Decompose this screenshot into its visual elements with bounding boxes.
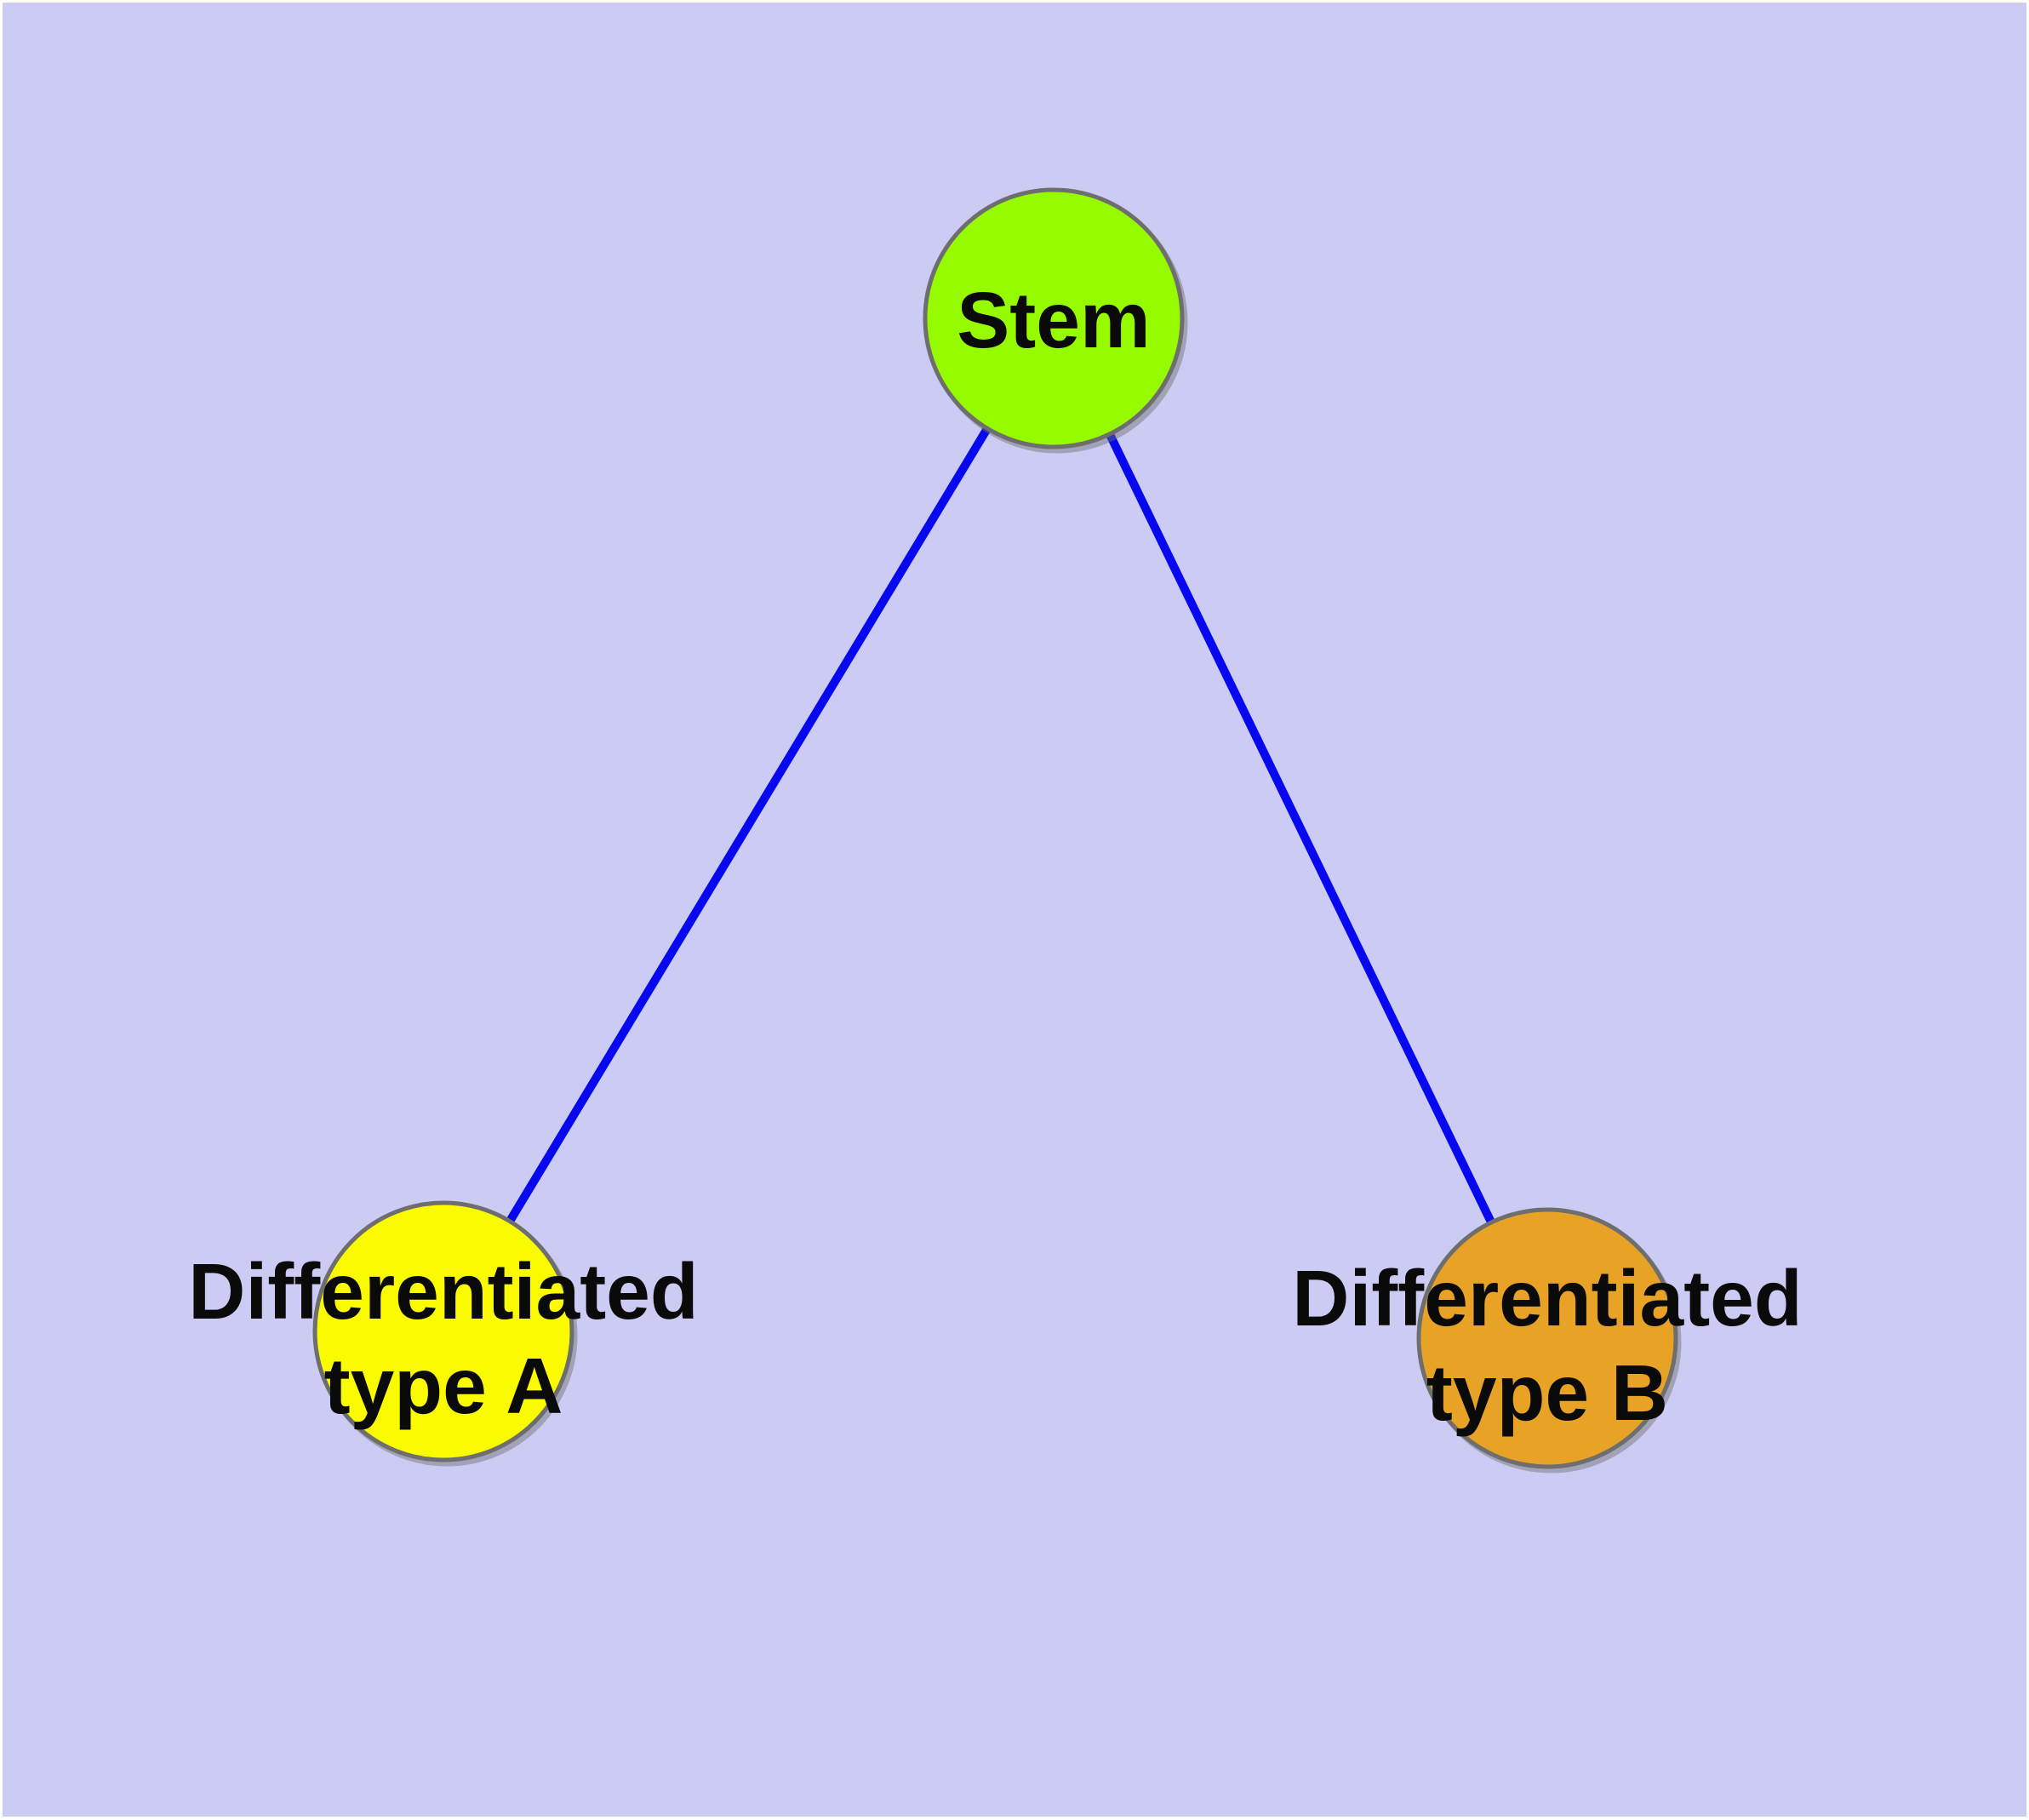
label-layer: Stem Differentiated type A Differentiate… xyxy=(188,276,1802,1437)
node-differentiated-type-b xyxy=(1416,1207,1678,1469)
edge-layer xyxy=(439,316,1552,1341)
node-layer xyxy=(312,187,1678,1469)
node-type-a-label-line1: Differentiated xyxy=(188,1247,698,1336)
edge-stem-to-type-b xyxy=(1049,316,1552,1341)
node-stem xyxy=(923,187,1185,449)
node-stem-label: Stem xyxy=(957,276,1150,364)
node-type-b-label-line2: type B xyxy=(1426,1348,1668,1437)
node-type-a-label-line2: type A xyxy=(324,1342,563,1430)
edge-stem-to-type-a xyxy=(439,316,1058,1334)
node-type-b-label-line1: Differentiated xyxy=(1292,1254,1802,1342)
node-differentiated-type-a xyxy=(312,1200,574,1462)
